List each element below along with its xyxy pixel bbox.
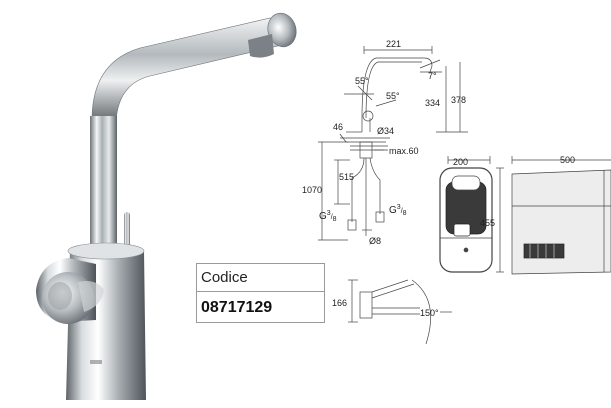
label-connection-right: G3/8	[389, 204, 407, 217]
label-total-height: 378	[451, 95, 466, 105]
product-code-box: Codice 08717129	[196, 263, 325, 323]
faucet-top-view	[339, 46, 468, 159]
heater-unit-front	[439, 156, 504, 273]
heater-unit-side	[511, 156, 611, 275]
dimension-labels: 221 55° 55° 7° 334 378 46 Ø34 max.60 515…	[302, 39, 575, 318]
label-lever-height: 166	[332, 298, 347, 308]
label-angle-a: 55°	[355, 76, 369, 86]
supply-hoses	[318, 141, 385, 241]
label-lever-rotation: 150°	[420, 308, 439, 318]
label-supply-diameter: Ø8	[369, 236, 381, 246]
product-code-value: 08717129	[201, 299, 273, 316]
label-body-diameter: Ø34	[377, 126, 394, 136]
label-angle-b: 55°	[386, 91, 400, 101]
label-supply-length: 1070	[302, 185, 322, 195]
label-deck-max: max.60	[389, 146, 419, 156]
label-body-offset: 46	[333, 122, 343, 132]
dimension-drawings	[318, 46, 611, 345]
label-connection-left: G3/8	[319, 210, 337, 223]
label-spout-reach: 221	[386, 39, 401, 49]
label-unit-width: 200	[453, 157, 468, 167]
label-spout-height: 334	[425, 98, 440, 108]
faucet-photo	[36, 12, 297, 400]
label-angle-top: 7°	[428, 71, 437, 81]
label-hose-length: 515	[339, 172, 354, 182]
label-unit-height: 455	[480, 218, 495, 228]
label-tank-width: 500	[560, 155, 575, 165]
product-code-label: Codice	[197, 264, 324, 292]
lever-rotation-diagram	[348, 279, 452, 345]
